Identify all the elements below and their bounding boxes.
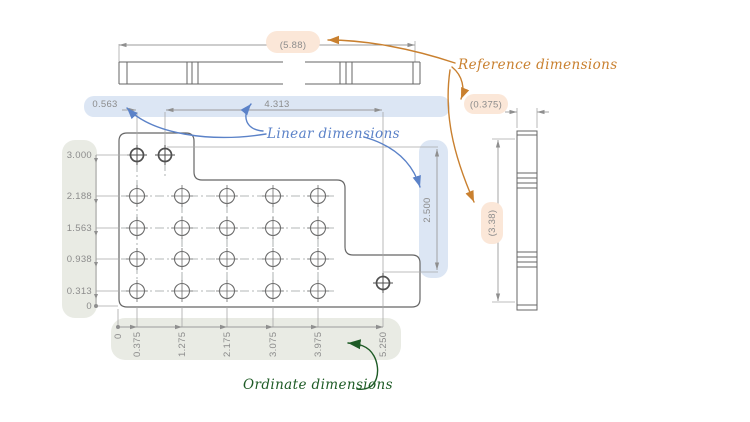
reference-dimensions-label: Reference dimensions <box>457 57 618 73</box>
hole <box>127 145 147 165</box>
ordinate-bottom-label: 0 <box>113 333 124 339</box>
vertical-span-dimension: 2.500 <box>422 197 433 222</box>
plate-outline <box>118 132 421 308</box>
ordinate-arrow <box>347 339 379 390</box>
hole <box>262 217 284 239</box>
ordinate-bottom-label: 3.975 <box>313 332 324 357</box>
ordinate-left-label: 3.000 <box>67 150 92 161</box>
ordinate-left-label: 0.938 <box>67 254 92 265</box>
side-thickness-ref-dimension: (0.375) <box>470 100 502 111</box>
ordinate-bottom-label: 1.275 <box>177 332 188 357</box>
hole <box>262 248 284 270</box>
top-width-ref-dimension: (5.88) <box>280 40 307 51</box>
hole-span-dimension: 4.313 <box>264 99 289 110</box>
hole <box>171 217 193 239</box>
hole <box>262 185 284 207</box>
annotations: Reference dimensions Linear dimensions O… <box>126 35 618 393</box>
ordinate-bottom-label: 2.175 <box>222 332 233 357</box>
linear-arrow-to-spacing <box>126 107 267 139</box>
top-view-plate-edge <box>118 61 421 85</box>
ordinate-dimensions-label: Ordinate dimensions <box>243 377 393 393</box>
hole <box>155 145 175 165</box>
hole <box>216 185 238 207</box>
hole <box>307 280 329 302</box>
linear-arrow-to-span <box>240 103 264 132</box>
hole-grid <box>126 185 329 302</box>
ordinate-left-label: 0 <box>86 301 92 312</box>
hole <box>216 280 238 302</box>
ordinate-left-label: 2.188 <box>67 191 92 202</box>
top-holes <box>127 145 175 165</box>
linear-dimension-vertical: 2.500 <box>167 146 440 273</box>
ordinate-bottom-label: 0.375 <box>132 332 143 357</box>
hole <box>126 248 148 270</box>
hole <box>171 280 193 302</box>
reference-arrow-to-height <box>447 69 475 203</box>
reference-highlight-top <box>266 31 320 53</box>
reference-arrow-to-width <box>327 35 456 64</box>
ordinate-axis-left: 3.000 2.188 1.563 0.938 0.313 0 <box>67 150 129 312</box>
ordinate-bottom-label: 5.250 <box>378 332 389 357</box>
hole <box>216 217 238 239</box>
top-view: (5.88) <box>118 31 421 85</box>
ordinate-left-label: 0.313 <box>67 286 92 297</box>
ordinate-highlight-bottom <box>111 318 401 360</box>
hole <box>216 248 238 270</box>
hole <box>126 280 148 302</box>
hole <box>262 280 284 302</box>
reference-highlight-height <box>481 202 503 244</box>
ordinate-axis-bottom: 0 0.375 1.275 2.175 3.075 3.975 5.250 <box>113 324 389 357</box>
hole <box>171 248 193 270</box>
ordinate-highlight-left <box>62 140 97 318</box>
side-view: (0.375) (3.38) <box>464 94 549 311</box>
front-view: 0.563 4.313 2.500 <box>62 96 450 360</box>
hole <box>126 185 148 207</box>
linear-highlight-vertical <box>419 140 448 278</box>
linear-arrow-to-vertical <box>363 136 421 188</box>
side-height-ref-dimension: (3.38) <box>487 210 498 237</box>
linear-dimensions-label: Linear dimensions <box>266 126 400 142</box>
reference-highlight-thickness <box>464 94 508 114</box>
hole <box>171 185 193 207</box>
hole-spacing-dimension: 0.563 <box>92 99 117 110</box>
hole <box>126 217 148 239</box>
ordinate-bottom-label: 3.075 <box>268 332 279 357</box>
side-view-plate-edge <box>516 130 538 311</box>
hole <box>307 248 329 270</box>
corner-hole <box>373 273 393 293</box>
hole <box>307 217 329 239</box>
reference-arrow-to-thickness <box>451 66 470 100</box>
hole <box>307 185 329 207</box>
ordinate-left-label: 1.563 <box>67 223 92 234</box>
